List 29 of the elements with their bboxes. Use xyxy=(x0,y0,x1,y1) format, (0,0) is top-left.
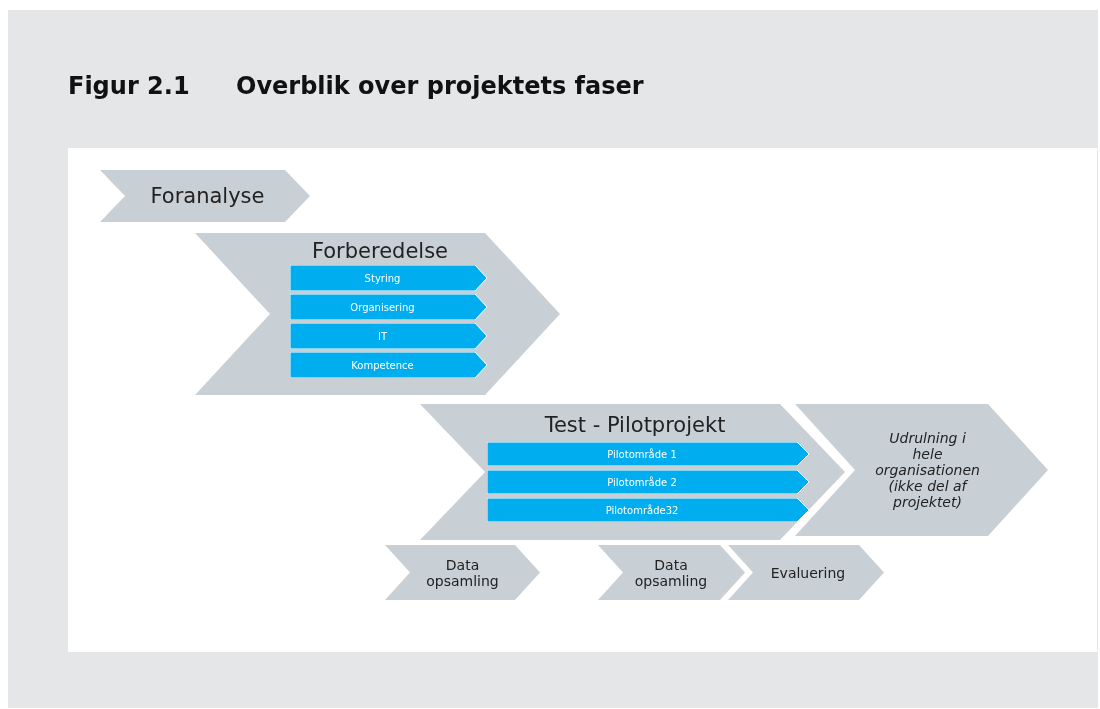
phase-label: Foranalyse xyxy=(149,183,266,210)
phase-block xyxy=(195,233,560,395)
task-bar xyxy=(290,265,487,291)
task-bar xyxy=(290,294,487,320)
phase-block xyxy=(420,404,845,540)
phase-label: Data opsamling xyxy=(425,555,500,591)
task-label: Pilotområde32 xyxy=(604,503,680,518)
task-label: Pilotområde 2 xyxy=(606,475,678,490)
phase-block xyxy=(598,545,745,600)
phase-block xyxy=(728,545,884,600)
phase-block xyxy=(385,545,540,600)
task-label: Kompetence xyxy=(350,358,415,373)
task-label: Styring xyxy=(363,271,402,286)
figure-title: Overblik over projektets faser xyxy=(236,72,644,100)
task-label: IT xyxy=(376,329,389,344)
phase-label: Data opsamling xyxy=(633,555,709,591)
phase-label: Test - Pilotprojekt xyxy=(543,412,727,439)
task-bar xyxy=(290,352,487,378)
task-label: Organisering xyxy=(349,300,416,315)
task-bar xyxy=(487,442,809,466)
task-bar xyxy=(487,498,809,522)
phase-label: Forberedelse xyxy=(310,238,450,265)
phase-block xyxy=(795,404,1048,536)
task-label: Pilotområde 1 xyxy=(606,447,678,462)
phase-label: Evaluering xyxy=(769,563,847,583)
task-bar xyxy=(487,470,809,494)
figure-number: Figur 2.1 xyxy=(68,72,190,100)
task-bar xyxy=(290,323,487,349)
phase-block xyxy=(100,170,310,222)
